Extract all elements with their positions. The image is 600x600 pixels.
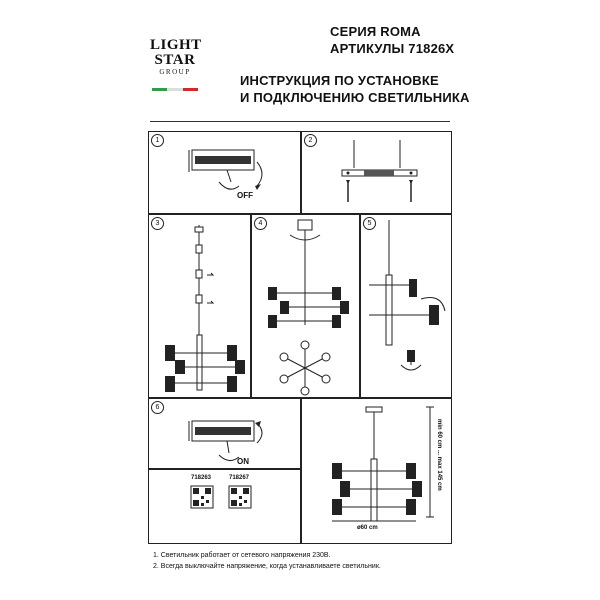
chandelier-assembly-icon	[165, 225, 245, 392]
qr-code-icon	[190, 485, 252, 509]
height-label: min 60 cm ... max 145 cm	[436, 419, 442, 491]
qr-panel: 718263 718267	[148, 469, 301, 544]
step-4-panel: 4	[251, 214, 360, 398]
brand-logo: LIGHT STAR GROUP	[150, 37, 202, 77]
logo-line1: LIGHT	[150, 37, 202, 53]
step-number: 1	[151, 134, 164, 147]
logo-line3: GROUP	[159, 68, 191, 76]
step-3-panel: 3	[148, 214, 251, 398]
step-5-panel: 5	[360, 214, 452, 398]
logo-line2: STAR	[154, 52, 196, 68]
step-number: 4	[254, 217, 267, 230]
note-1: 1. Светильник работает от сетевого напря…	[153, 552, 331, 559]
step-number: 3	[151, 217, 164, 230]
step-number: 5	[363, 217, 376, 230]
dimensions-panel: ø60 cm min 60 cm ... max 145 cm	[301, 398, 452, 544]
breaker-icon	[188, 420, 263, 461]
rotate-arrow-icon	[256, 422, 263, 444]
title-line2: И ПОДКЛЮЧЕНИЮ СВЕТИЛЬНИКА	[240, 90, 470, 105]
diameter-label: ø60 cm	[357, 525, 378, 531]
step-6-panel: 6 ON	[148, 398, 301, 469]
step-number: 6	[151, 401, 164, 414]
rotate-arrow-icon	[256, 161, 263, 187]
step-2-panel: 2	[301, 131, 452, 214]
mounting-bar-icon	[341, 140, 418, 202]
series-label: СЕРИЯ ROMA	[330, 24, 421, 39]
off-label: OFF	[237, 191, 253, 200]
step-number: 2	[304, 134, 317, 147]
product-code-1: 718263	[191, 475, 212, 481]
italian-flag-stripe	[152, 88, 198, 91]
header-divider	[150, 121, 450, 122]
articles-label: АРТИКУЛЫ 71826X	[330, 41, 455, 56]
note-2: 2. Всегда выключайте напряжение, когда у…	[153, 563, 381, 570]
screw-icon	[346, 180, 413, 202]
on-label: ON	[237, 457, 249, 466]
title-line1: ИНСТРУКЦИЯ ПО УСТАНОВКЕ	[240, 73, 439, 88]
lamp-install-icon	[369, 220, 446, 371]
product-code-2: 718267	[229, 475, 250, 481]
chandelier-dimension-icon	[332, 406, 434, 522]
breaker-icon	[188, 149, 263, 190]
step-1-panel: 1 OFF	[148, 131, 301, 214]
chandelier-mount-icon	[268, 219, 349, 396]
